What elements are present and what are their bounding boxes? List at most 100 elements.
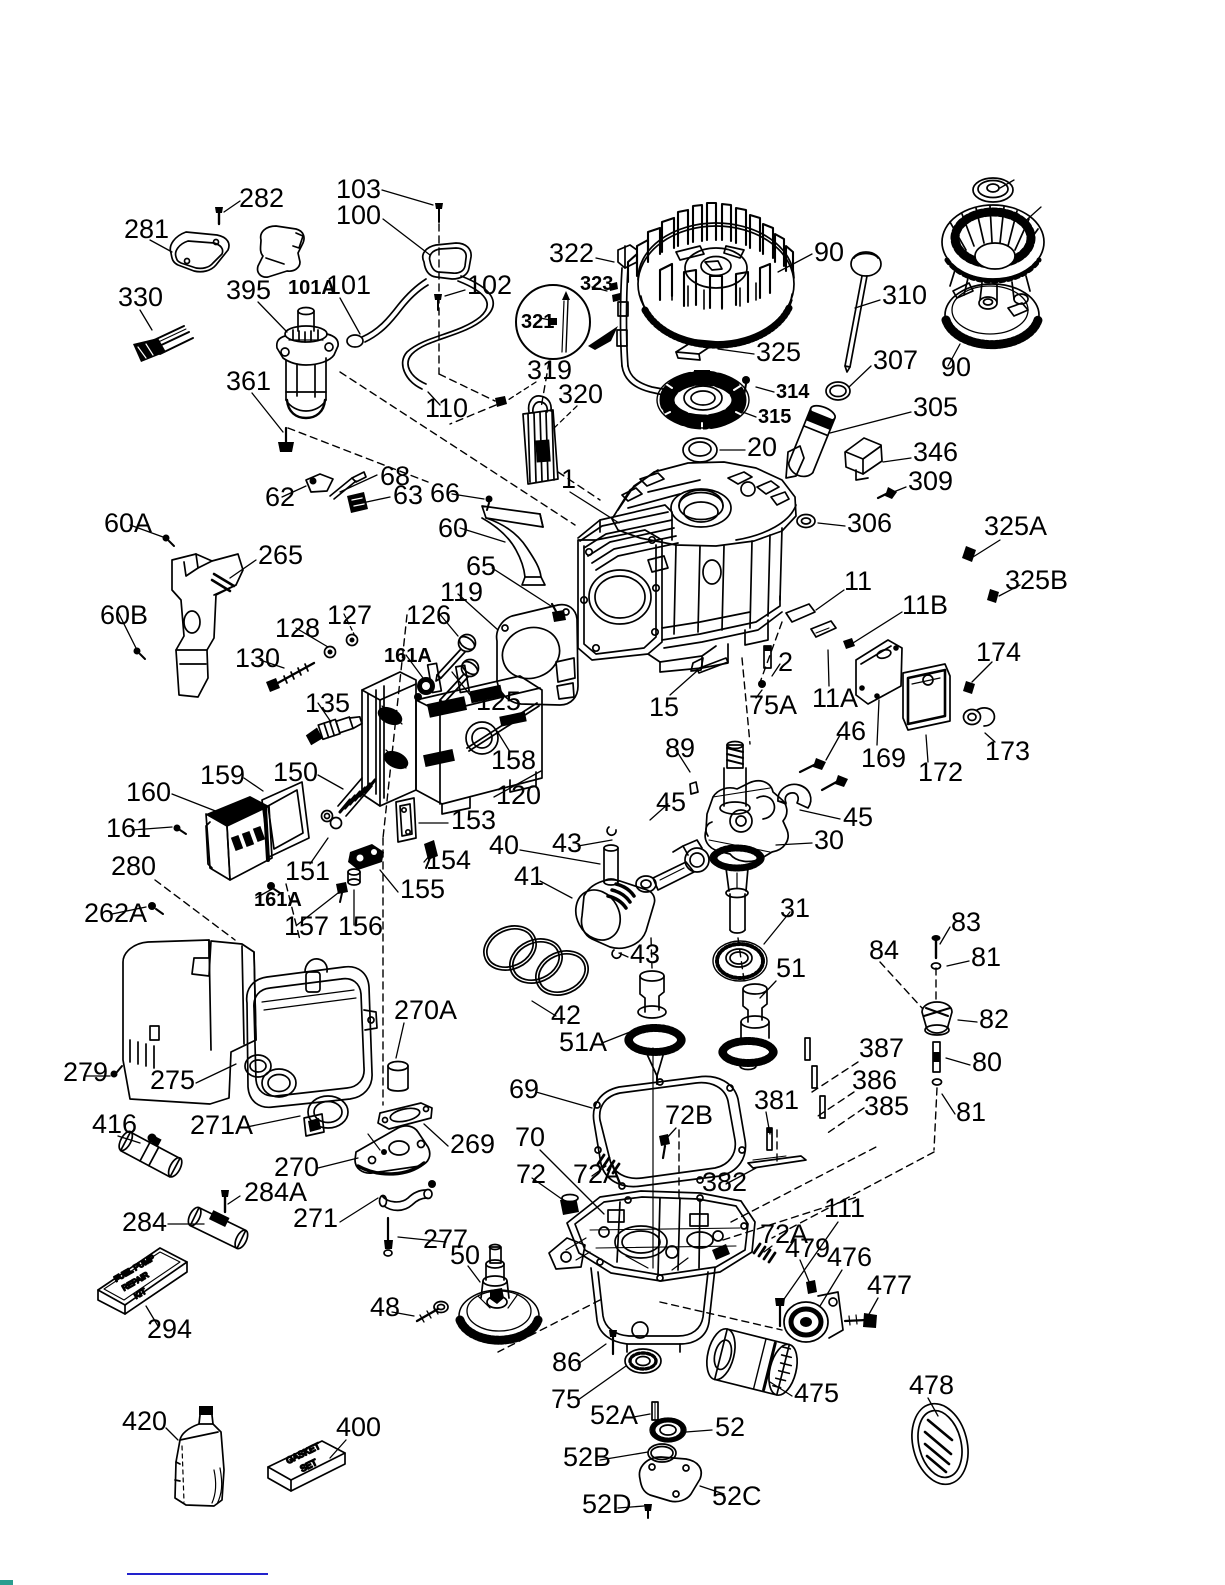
svg-text:161A: 161A bbox=[384, 645, 432, 667]
svg-text:63: 63 bbox=[393, 480, 423, 510]
svg-text:314: 314 bbox=[776, 381, 810, 403]
svg-text:322: 322 bbox=[549, 238, 594, 268]
svg-text:386: 386 bbox=[852, 1065, 897, 1095]
svg-text:40: 40 bbox=[489, 830, 519, 860]
svg-text:315: 315 bbox=[758, 406, 791, 428]
svg-text:11B: 11B bbox=[902, 590, 948, 620]
svg-text:305: 305 bbox=[913, 392, 958, 422]
svg-text:111: 111 bbox=[824, 1193, 865, 1223]
svg-text:275: 275 bbox=[150, 1065, 195, 1095]
svg-text:400: 400 bbox=[336, 1412, 381, 1442]
svg-text:90: 90 bbox=[941, 352, 971, 382]
svg-text:382: 382 bbox=[702, 1167, 747, 1197]
svg-text:325B: 325B bbox=[1005, 565, 1068, 595]
svg-text:42: 42 bbox=[551, 1000, 581, 1030]
svg-text:69: 69 bbox=[509, 1074, 539, 1104]
svg-text:126: 126 bbox=[406, 600, 451, 630]
svg-text:270: 270 bbox=[274, 1152, 319, 1182]
svg-text:41: 41 bbox=[514, 861, 544, 891]
svg-text:52B: 52B bbox=[563, 1442, 611, 1472]
svg-text:155: 155 bbox=[400, 874, 445, 904]
svg-text:45: 45 bbox=[656, 787, 686, 817]
svg-text:156: 156 bbox=[338, 911, 383, 941]
svg-text:52D: 52D bbox=[582, 1489, 632, 1519]
svg-text:101: 101 bbox=[326, 270, 371, 300]
svg-text:2: 2 bbox=[778, 647, 793, 677]
svg-text:51: 51 bbox=[776, 953, 806, 983]
svg-text:80: 80 bbox=[972, 1047, 1002, 1077]
svg-text:161: 161 bbox=[106, 813, 151, 843]
svg-text:81: 81 bbox=[971, 942, 1001, 972]
svg-text:70: 70 bbox=[515, 1122, 545, 1152]
svg-text:479: 479 bbox=[785, 1233, 830, 1263]
svg-text:395: 395 bbox=[226, 275, 271, 305]
svg-text:169: 169 bbox=[861, 743, 906, 773]
svg-text:279: 279 bbox=[63, 1057, 108, 1087]
svg-text:135: 135 bbox=[305, 688, 350, 718]
svg-text:65: 65 bbox=[466, 551, 496, 581]
svg-text:62: 62 bbox=[265, 482, 295, 512]
svg-text:120: 120 bbox=[496, 780, 541, 810]
svg-text:82: 82 bbox=[979, 1004, 1009, 1034]
svg-text:103: 103 bbox=[336, 174, 381, 204]
svg-text:420: 420 bbox=[122, 1406, 167, 1436]
svg-text:151: 151 bbox=[285, 856, 330, 886]
svg-text:309: 309 bbox=[908, 466, 953, 496]
svg-text:110: 110 bbox=[425, 393, 468, 423]
svg-text:72B: 72B bbox=[665, 1100, 713, 1130]
svg-text:150: 150 bbox=[273, 757, 318, 787]
svg-text:52C: 52C bbox=[712, 1481, 762, 1511]
svg-text:68: 68 bbox=[380, 461, 410, 491]
svg-text:159: 159 bbox=[200, 760, 245, 790]
svg-text:387: 387 bbox=[859, 1033, 904, 1063]
svg-text:127: 127 bbox=[327, 600, 372, 630]
svg-text:280: 280 bbox=[111, 851, 156, 881]
svg-text:174: 174 bbox=[976, 637, 1021, 667]
svg-text:72A: 72A bbox=[760, 1219, 808, 1249]
svg-text:325A: 325A bbox=[984, 511, 1047, 541]
svg-text:75A: 75A bbox=[749, 690, 797, 720]
svg-text:172: 172 bbox=[918, 757, 963, 787]
svg-text:30: 30 bbox=[814, 825, 844, 855]
svg-text:271: 271 bbox=[293, 1203, 338, 1233]
svg-text:320: 320 bbox=[558, 379, 603, 409]
svg-text:416: 416 bbox=[92, 1109, 137, 1139]
svg-text:60: 60 bbox=[438, 513, 468, 543]
svg-text:102: 102 bbox=[467, 270, 512, 300]
svg-text:160: 160 bbox=[126, 777, 171, 807]
svg-text:477: 477 bbox=[867, 1270, 912, 1300]
svg-text:282: 282 bbox=[239, 183, 284, 213]
svg-text:319: 319 bbox=[527, 355, 572, 385]
svg-text:381: 381 bbox=[754, 1085, 799, 1115]
svg-text:100: 100 bbox=[336, 200, 381, 230]
svg-text:45: 45 bbox=[843, 802, 873, 832]
svg-text:306: 306 bbox=[847, 508, 892, 538]
svg-text:270A: 270A bbox=[394, 995, 457, 1025]
svg-text:271A: 271A bbox=[190, 1110, 253, 1140]
svg-text:385: 385 bbox=[864, 1091, 909, 1121]
svg-text:330: 330 bbox=[118, 282, 163, 312]
svg-text:478: 478 bbox=[909, 1370, 954, 1400]
svg-text:346: 346 bbox=[913, 437, 958, 467]
svg-text:75: 75 bbox=[551, 1384, 581, 1414]
svg-text:89: 89 bbox=[665, 733, 695, 763]
svg-text:130: 130 bbox=[235, 643, 280, 673]
svg-text:119: 119 bbox=[440, 577, 483, 607]
svg-text:20: 20 bbox=[747, 432, 777, 462]
svg-text:173: 173 bbox=[985, 736, 1030, 766]
svg-text:101A: 101A bbox=[288, 277, 336, 299]
svg-text:157: 157 bbox=[284, 911, 329, 941]
svg-text:277: 277 bbox=[423, 1224, 468, 1254]
svg-text:269: 269 bbox=[450, 1129, 495, 1159]
svg-text:161A: 161A bbox=[254, 889, 302, 911]
svg-text:323: 323 bbox=[580, 273, 613, 295]
svg-text:310: 310 bbox=[882, 280, 927, 310]
svg-text:284A: 284A bbox=[244, 1177, 307, 1207]
svg-text:307: 307 bbox=[873, 345, 918, 375]
svg-text:81: 81 bbox=[956, 1097, 986, 1127]
svg-text:361: 361 bbox=[226, 366, 271, 396]
svg-text:48: 48 bbox=[370, 1292, 400, 1322]
svg-text:15: 15 bbox=[649, 692, 679, 722]
svg-text:46: 46 bbox=[836, 716, 866, 746]
svg-text:84: 84 bbox=[869, 935, 899, 965]
